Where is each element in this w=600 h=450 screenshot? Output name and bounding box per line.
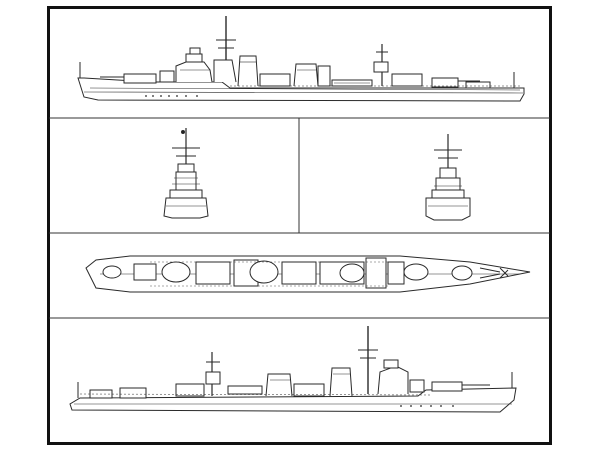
panel-stern-view [425,134,471,221]
panel-port-profile [69,326,517,413]
hull-side-port [69,387,517,413]
panel-starboard-profile [77,16,525,102]
panel-bow-view [163,128,209,219]
panel-deck-plan [85,255,531,293]
